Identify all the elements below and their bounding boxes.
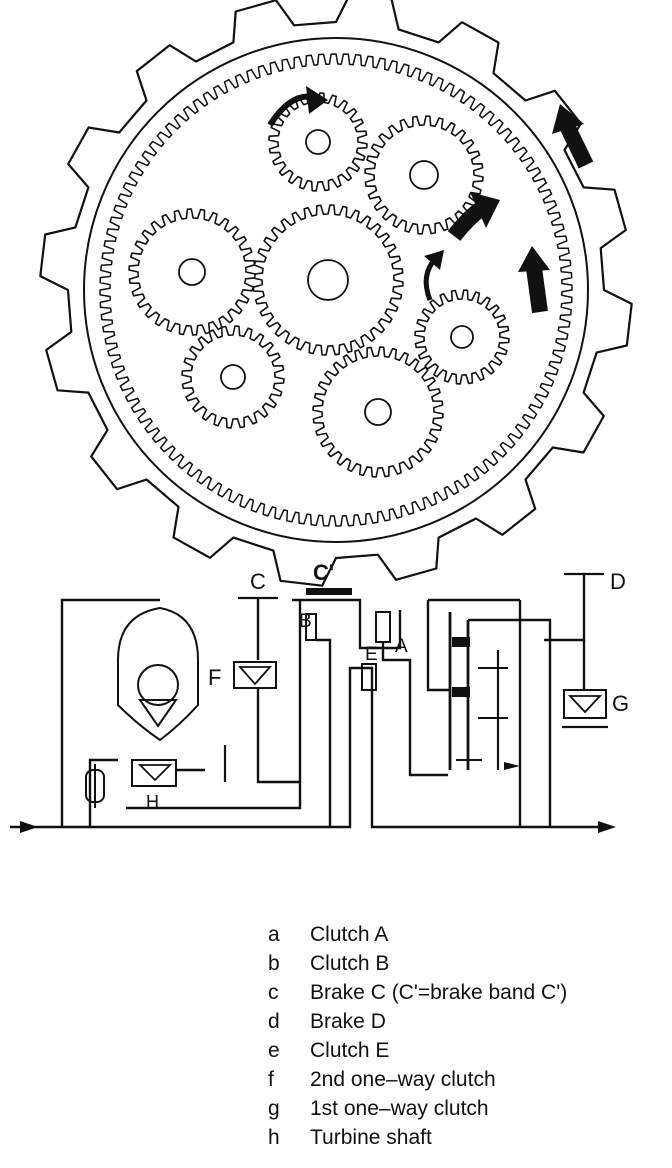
legend-text: Clutch E <box>310 1039 390 1062</box>
label-f: F <box>208 665 221 690</box>
legend-key: g <box>268 1097 280 1120</box>
legend-key: a <box>268 923 280 946</box>
one-way-clutch-f-symbol <box>238 666 272 686</box>
small-output-arrow <box>504 762 520 770</box>
legend-item: c Brake C (C'=brake band C') <box>268 978 567 1007</box>
legend-text: Brake D <box>310 1010 386 1033</box>
center-sun-gear-bore <box>307 259 349 301</box>
label-b: B <box>299 611 312 632</box>
legend-item: f 2nd one–way clutch <box>268 1065 567 1094</box>
legend-item: b Clutch B <box>268 949 567 978</box>
input-arrow-head <box>20 821 38 833</box>
outer-ring-link <box>468 618 552 827</box>
label-c: C <box>250 569 266 594</box>
drum-c <box>292 598 402 650</box>
legend-item: a Clutch A <box>268 920 567 949</box>
clutch-a <box>375 611 391 643</box>
right-planet-gear-bore <box>450 325 474 349</box>
legend-key: c <box>268 981 279 1004</box>
stator-one-way-clutch <box>131 759 177 787</box>
label-e: E <box>365 644 378 665</box>
curved-arrow-mid-head <box>424 250 444 270</box>
rotation-arrows <box>267 86 594 314</box>
transmission-schematic <box>10 572 616 833</box>
label-d: D <box>610 569 626 594</box>
outer-drum-ring <box>83 37 589 543</box>
stator-one-way-symbol <box>137 764 173 782</box>
legend: a Clutch A b Clutch B c Brake C (C'=brake ban… <box>268 920 567 1152</box>
legend-key: e <box>268 1039 280 1062</box>
legend-text: Clutch B <box>310 952 390 975</box>
legend-text: Brake C (C'=brake band C') <box>310 981 568 1004</box>
black-arrow-lower-shaft <box>526 266 548 314</box>
one-way-clutch-g-symbol <box>567 695 603 714</box>
legend-key: b <box>268 952 280 975</box>
label-g: G <box>612 691 629 716</box>
input-shaft <box>10 758 118 829</box>
bottom-planet-gear-bore <box>364 398 392 426</box>
brake-band-c-prime <box>306 588 352 595</box>
f-to-drum <box>256 688 300 784</box>
label-h: H <box>146 792 159 812</box>
label-c-prime: C' <box>313 560 334 585</box>
curved-arrow-top-head <box>306 86 328 114</box>
black-arrow-upper-shaft <box>560 124 594 169</box>
schematic-labels: C C' D B A E F G H <box>146 560 629 812</box>
converter-housing-link <box>60 598 160 827</box>
black-arrow-middle-head <box>470 192 500 228</box>
clutch-a-hub <box>381 642 448 777</box>
legend-key: d <box>268 1010 280 1033</box>
clutch-b <box>305 613 317 641</box>
one-way-clutch-f <box>233 661 277 689</box>
converter-turbine <box>137 664 179 706</box>
torque-converter <box>117 606 199 742</box>
planet-b <box>452 687 470 697</box>
clutch-b-hub <box>316 638 332 827</box>
internal-ring-gear <box>99 53 573 527</box>
lower-left-planet-gear-bore <box>220 364 246 390</box>
legend-key: f <box>268 1068 274 1091</box>
one-way-clutch-g <box>563 689 607 719</box>
legend-text: Clutch A <box>310 923 389 946</box>
legend-text: Turbine shaft <box>310 1126 432 1149</box>
upper-right-planet-gear-bore <box>409 160 439 190</box>
planet-a <box>452 637 470 647</box>
legend-text: 2nd one–way clutch <box>310 1068 496 1091</box>
black-arrow-upper-head <box>552 104 584 134</box>
clutch-e <box>361 663 377 691</box>
output-shaft-path <box>90 666 600 829</box>
legend-item: e Clutch E <box>268 1036 567 1065</box>
label-a: A <box>395 636 408 657</box>
legend-item: d Brake D <box>268 1007 567 1036</box>
output-arrow-head <box>598 821 616 833</box>
legend-item: h Turbine shaft <box>268 1123 567 1152</box>
turbine-shaft-H <box>126 600 302 810</box>
legend-key: h <box>268 1126 280 1149</box>
left-planet-gear-bore <box>178 258 206 286</box>
legend-item: g 1st one–way clutch <box>268 1094 567 1123</box>
legend-text: 1st one–way clutch <box>310 1097 489 1120</box>
converter-stator <box>138 699 178 728</box>
carrier-link-left <box>426 600 450 692</box>
black-arrow-lower-head <box>518 246 550 272</box>
top-planet-gear-bore <box>305 129 331 155</box>
gearset-illustration <box>39 0 633 587</box>
